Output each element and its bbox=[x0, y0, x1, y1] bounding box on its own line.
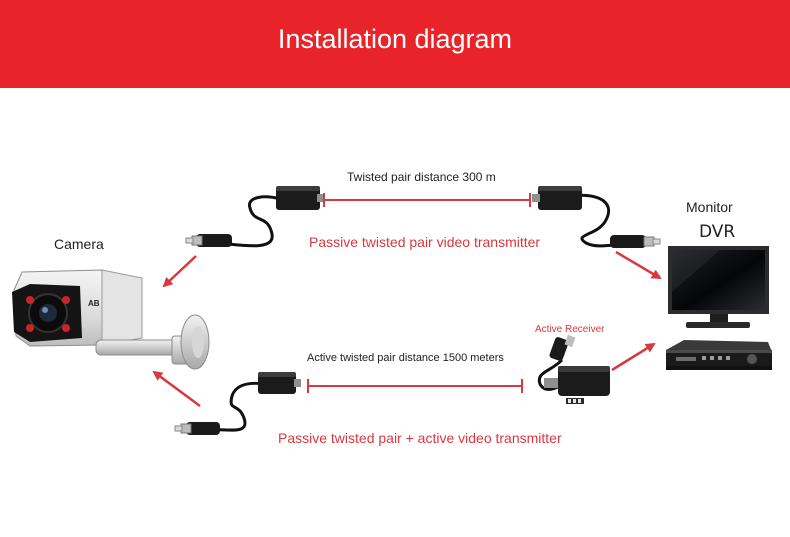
distance-indicator-top bbox=[323, 193, 531, 207]
title-banner bbox=[0, 0, 790, 88]
active-receiver-icon bbox=[537, 334, 610, 404]
camera-brand-label: AB bbox=[88, 299, 100, 308]
distance-indicator-bottom bbox=[307, 379, 523, 393]
balun-bottom-left bbox=[174, 372, 301, 435]
balun-top-right bbox=[532, 186, 661, 248]
arrow-icon bbox=[615, 250, 662, 280]
camera-icon: AB bbox=[12, 269, 210, 370]
bnc-connector-icon bbox=[185, 234, 232, 247]
bnc-connector-icon bbox=[610, 235, 661, 248]
bnc-connector-icon bbox=[174, 422, 220, 435]
dvr-label: DVR bbox=[699, 222, 736, 242]
monitor-label: Monitor bbox=[686, 199, 733, 215]
distance-label-bottom: Active twisted pair distance 1500 meters bbox=[307, 352, 504, 364]
distance-label-top: Twisted pair distance 300 m bbox=[347, 170, 496, 184]
camera-label: Camera bbox=[54, 236, 104, 252]
dvr-icon bbox=[666, 340, 772, 370]
link-label-top: Passive twisted pair video transmitter bbox=[309, 234, 541, 250]
arrow-icon bbox=[162, 255, 197, 288]
active-receiver-label: Active Receiver bbox=[535, 324, 605, 335]
balun-top-left bbox=[185, 186, 325, 248]
page-title: Installation diagram bbox=[277, 24, 513, 54]
arrow-icon bbox=[152, 370, 201, 408]
arrow-icon bbox=[611, 342, 656, 372]
link-label-bottom: Passive twisted pair + active video tran… bbox=[278, 430, 562, 446]
monitor-icon bbox=[668, 246, 769, 328]
